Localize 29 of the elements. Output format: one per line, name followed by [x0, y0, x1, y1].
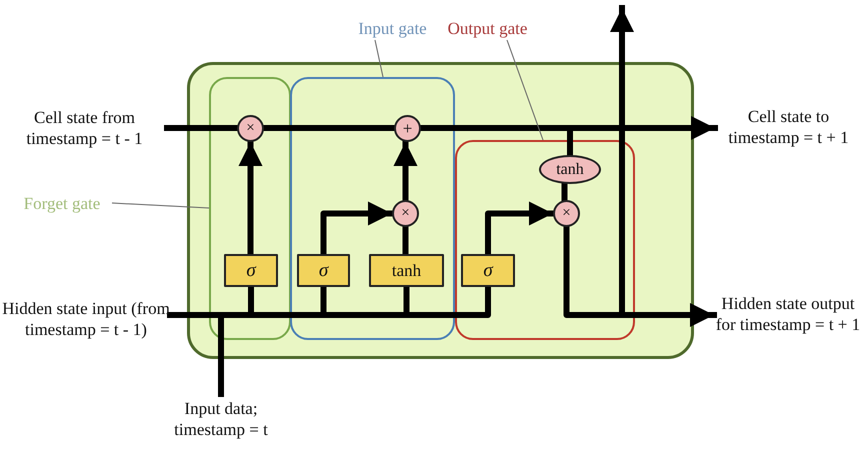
sigmoid-layer: σ — [297, 254, 350, 287]
connector-line — [164, 125, 240, 131]
arrow — [238, 139, 262, 257]
arrow — [320, 202, 395, 257]
input-label: Cell state from timestamp = t - 1 — [2, 106, 167, 150]
sigmoid-layer: σ — [224, 254, 278, 287]
output-label: Cell state to timestamp = t + 1 — [715, 104, 862, 150]
multiply-operator: × — [237, 115, 264, 142]
input-label: Input data; timestamp = t — [158, 394, 284, 444]
gate-region — [290, 77, 455, 340]
arrow — [485, 202, 556, 257]
leader-line — [506, 40, 544, 140]
multiply-operator: × — [392, 200, 419, 227]
add-operator: + — [394, 115, 421, 142]
output-label: Hidden state output for timestamp = t + 1 — [714, 278, 862, 350]
connector-line — [402, 224, 408, 257]
connector-line — [261, 125, 397, 131]
gate-region — [455, 140, 635, 340]
gate-region — [209, 77, 291, 340]
tanh-layer: tanh — [369, 254, 444, 287]
multiply-operator: × — [553, 200, 580, 227]
leader-line — [112, 202, 210, 208]
sigmoid-layer: σ — [461, 254, 515, 287]
lstm-cell-box — [187, 62, 694, 359]
connector-line — [562, 181, 568, 203]
tanh-operator: tanh — [539, 155, 601, 184]
input-label: Hidden state input (from timestamp = t - 1) — [2, 284, 170, 354]
gate-label: Forget gate — [14, 192, 110, 214]
arrow — [394, 139, 418, 203]
